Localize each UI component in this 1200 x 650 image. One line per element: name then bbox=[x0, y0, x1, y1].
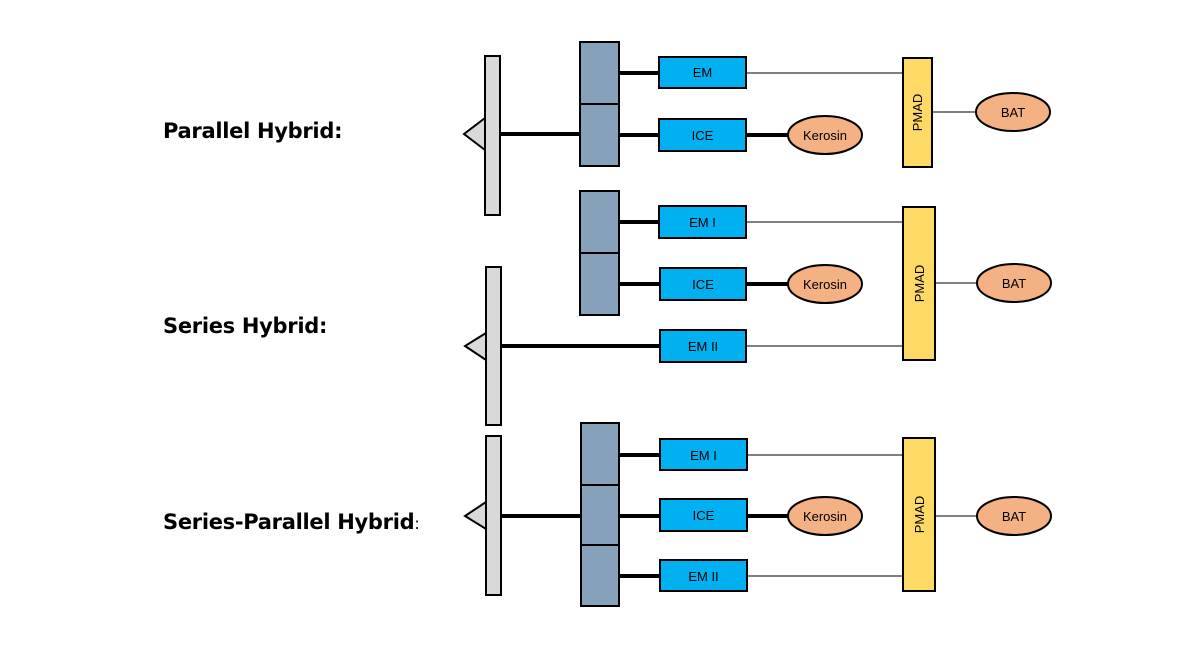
pmad-label: PMAD bbox=[912, 496, 927, 534]
pmad-label: PMAD bbox=[912, 265, 927, 303]
parallel-hybrid-diagram: EM ICE Kerosin PMAD BAT bbox=[462, 41, 1051, 216]
shaft-bar bbox=[485, 435, 502, 596]
title-colon: : bbox=[414, 514, 420, 533]
propeller-icon bbox=[463, 331, 487, 362]
bat-label: BAT bbox=[1002, 509, 1026, 524]
ice-label: ICE bbox=[692, 128, 714, 143]
title-text: Parallel Hybrid bbox=[163, 119, 335, 143]
em2-block: EM II bbox=[659, 559, 748, 592]
bat-label: BAT bbox=[1002, 276, 1026, 291]
gearbox-segment bbox=[580, 544, 620, 607]
em2-label: EM II bbox=[688, 569, 718, 584]
bat-label: BAT bbox=[1001, 105, 1025, 120]
pmad-block: PMAD bbox=[902, 57, 933, 168]
shaft-bar bbox=[484, 55, 501, 216]
kerosin-label: Kerosin bbox=[803, 509, 847, 524]
gearbox-segment bbox=[580, 484, 620, 546]
pmad-block: PMAD bbox=[902, 206, 936, 361]
ice-block: ICE bbox=[659, 498, 748, 532]
em2-block: EM II bbox=[659, 329, 747, 363]
pmad-label: PMAD bbox=[910, 94, 925, 132]
em-block: EM bbox=[658, 56, 747, 89]
kerosin-label: Kerosin bbox=[803, 128, 847, 143]
title-colon: : bbox=[318, 314, 328, 338]
ice-block: ICE bbox=[658, 118, 747, 152]
em1-label: EM I bbox=[690, 448, 717, 463]
em1-block: EM I bbox=[658, 205, 747, 239]
kerosin-tank: Kerosin bbox=[787, 496, 863, 536]
propeller-icon bbox=[462, 115, 486, 153]
gearbox-segment bbox=[579, 103, 620, 167]
em2-label: EM II bbox=[688, 339, 718, 354]
gearbox-segment bbox=[580, 422, 620, 486]
em-label: EM bbox=[693, 65, 713, 80]
series-hybrid-title: Series Hybrid: bbox=[163, 314, 327, 338]
kerosin-tank: Kerosin bbox=[787, 264, 863, 304]
title-text: Series Hybrid bbox=[163, 314, 319, 338]
gearbox-segment bbox=[579, 252, 620, 316]
battery: BAT bbox=[975, 92, 1051, 132]
ice-block: ICE bbox=[659, 267, 747, 301]
pmad-block: PMAD bbox=[902, 437, 936, 592]
battery: BAT bbox=[976, 263, 1052, 303]
series-hybrid-diagram: EM I ICE Kerosin EM II PMAD BAT bbox=[463, 190, 1052, 426]
propeller-icon bbox=[463, 500, 487, 531]
ice-label: ICE bbox=[693, 508, 715, 523]
ice-label: ICE bbox=[692, 277, 714, 292]
series-parallel-hybrid-title: Series-Parallel Hybrid: bbox=[163, 510, 420, 534]
kerosin-label: Kerosin bbox=[803, 277, 847, 292]
em1-block: EM I bbox=[659, 438, 748, 471]
em1-label: EM I bbox=[689, 215, 716, 230]
series-parallel-hybrid-diagram: EM I ICE Kerosin EM II PMAD BAT bbox=[463, 422, 1052, 607]
parallel-hybrid-title: Parallel Hybrid: bbox=[163, 119, 342, 143]
gearbox-segment bbox=[579, 190, 620, 254]
title-colon: : bbox=[334, 119, 343, 143]
title-text: Series-Parallel Hybrid bbox=[163, 510, 415, 534]
gearbox-segment bbox=[579, 41, 620, 105]
kerosin-tank: Kerosin bbox=[787, 115, 863, 155]
battery: BAT bbox=[976, 496, 1052, 536]
shaft-bar bbox=[485, 266, 502, 426]
